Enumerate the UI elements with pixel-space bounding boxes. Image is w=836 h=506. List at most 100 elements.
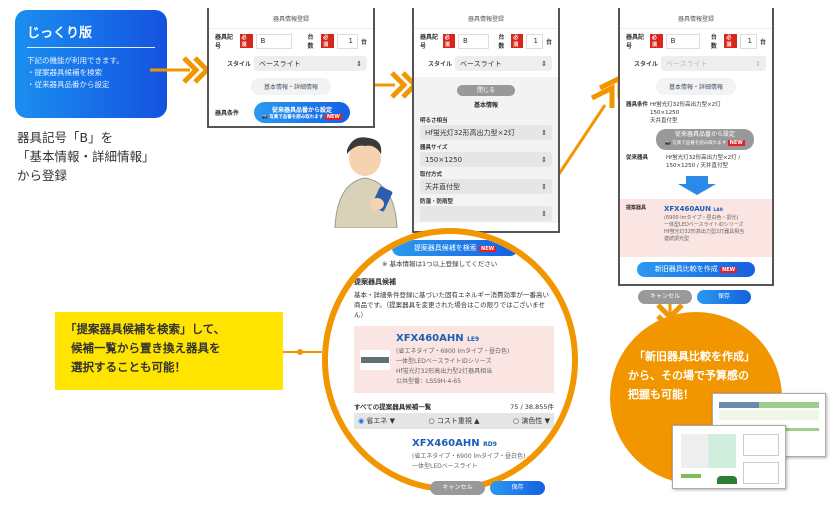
- proposed-product-card[interactable]: XFX460AHN LE9 (省エネタイプ・6900 lmタイプ・昼白色) 一体…: [354, 326, 554, 393]
- style-row: スタイル ベースライト⇕: [620, 53, 772, 74]
- photo-note: 写真で品番を読み取れます: [269, 115, 324, 120]
- style-label: スタイル: [427, 61, 452, 68]
- condition-row: 器具条件 従来器具品番から設定 📷 写真で品番を読み取れます NEW: [209, 99, 373, 126]
- arrow-down-icon: [678, 176, 716, 195]
- symbol-input[interactable]: B: [665, 33, 700, 49]
- sort-arrow-icon: ▼: [544, 417, 550, 425]
- tab-basic-detail[interactable]: 基本情報・詳細情報: [251, 78, 331, 95]
- screen-title: 器具情報登録: [414, 8, 558, 29]
- product-line: 一体型LEDベースライト: [412, 463, 478, 470]
- caption-line: から登録: [17, 168, 68, 183]
- sort-energy[interactable]: ◉ 省エネ ▼: [358, 416, 395, 426]
- radio-icon: ○: [513, 417, 520, 425]
- product-model: XFX460AHN: [396, 333, 464, 344]
- proposed-fixture-card[interactable]: 提案器具 XFX460AUN LA9 (6900 lmタイプ・昼白色・調光) 一…: [620, 199, 772, 257]
- from-model-button[interactable]: 従来器具品番から設定 📷 写真で品番を読み取れます NEW: [254, 102, 351, 123]
- note-line: 把握も可能！: [628, 388, 694, 401]
- arrow-line-3: [553, 104, 607, 181]
- product-line: (省エネタイプ・6900 lmタイプ・昼白色): [396, 348, 510, 355]
- basic-info-heading: 基本情報: [473, 102, 498, 109]
- field-label: 器具サイズ: [420, 145, 448, 151]
- symbol-input[interactable]: B: [255, 33, 293, 49]
- button-label: 従来器具品番から設定: [272, 107, 333, 114]
- screen-title: 器具情報登録: [209, 8, 373, 29]
- photo-note: 写真で品番を読み取れます: [672, 141, 727, 146]
- chevron-right-icon: [390, 71, 408, 99]
- updown-icon: ⇕: [541, 182, 547, 191]
- button-label: 新旧器具比較を作成: [654, 265, 718, 273]
- product-suffix: LA9: [713, 208, 723, 213]
- count-input[interactable]: 1: [526, 33, 544, 49]
- mount-select[interactable]: 天井直付型 ⇕: [420, 179, 552, 194]
- field-value: 天井直付型: [425, 182, 460, 191]
- symbol-input[interactable]: B: [457, 33, 490, 49]
- product-thumbnail: [360, 350, 390, 370]
- from-model-button-disabled[interactable]: 従来器具品番から設定📷 写真で品番を読み取れます NEW: [656, 129, 754, 150]
- updown-icon: ⇕: [541, 155, 547, 164]
- updown-icon: ⇕: [755, 59, 761, 68]
- save-button[interactable]: 保存: [490, 481, 545, 495]
- product-suffix: RD9: [483, 441, 497, 448]
- style-select[interactable]: ベースライト⇕: [254, 56, 367, 71]
- sort-label: 省エネ: [366, 417, 388, 425]
- style-select[interactable]: ベースライト ⇕: [455, 56, 552, 71]
- updown-icon: ⇕: [541, 209, 547, 218]
- proposed-label: 提案器具: [626, 205, 647, 211]
- list-count: 75 / 38,855件: [510, 403, 554, 411]
- cancel-button[interactable]: キャンセル: [430, 481, 485, 495]
- search-candidates-button[interactable]: 提案器具候補を検索 NEW: [392, 240, 518, 256]
- count-input[interactable]: 1: [337, 33, 358, 49]
- cancel-button[interactable]: キャンセル: [638, 290, 692, 304]
- compare-button[interactable]: 新旧器具比較を作成 NEW: [637, 262, 755, 277]
- tab-basic-detail[interactable]: 基本情報・詳細情報: [656, 78, 736, 95]
- required-badge: 必須: [724, 34, 738, 48]
- new-badge: NEW: [479, 246, 497, 252]
- product-model: XFX460AUN: [664, 205, 711, 213]
- camera-icon: 📷: [262, 115, 268, 120]
- close-button[interactable]: 閉じる: [457, 85, 515, 96]
- intro-title: じっくり版: [27, 22, 155, 48]
- candidate-item[interactable]: XFX460AHN RD9 (省エネタイプ・6900 lmタイプ・昼白色) 一体…: [412, 437, 562, 472]
- new-badge: NEW: [727, 140, 745, 146]
- save-button[interactable]: 保存: [697, 290, 751, 304]
- required-badge: 必須: [649, 34, 663, 48]
- brightness-select[interactable]: Hf蛍光灯32形高出力型×2灯⇕: [420, 125, 552, 140]
- chevron-right-icon: [182, 56, 200, 84]
- candidates-desc: 基本・詳細条件登録に基づいた固有エネルギー消費効率が一番高い商品です。（提案器具…: [354, 291, 549, 319]
- count-input[interactable]: 1: [740, 33, 757, 49]
- field-label: 防湿・防雨型: [420, 199, 454, 205]
- style-value: ベースライト: [460, 59, 502, 68]
- list-heading: すべての提案器具候補一覧: [354, 403, 432, 411]
- product-suffix: LE9: [467, 336, 480, 343]
- style-row: スタイル ベースライト⇕: [209, 53, 373, 74]
- style-select[interactable]: ベースライト⇕: [661, 56, 766, 71]
- sort-label: 演色性: [521, 417, 543, 425]
- style-value: ベースライト: [259, 59, 301, 68]
- chevron-up-right-icon: [590, 83, 615, 108]
- waterproof-select[interactable]: ⇕: [420, 206, 552, 221]
- screen-title: 器具情報登録: [620, 8, 772, 29]
- sort-cost[interactable]: ○ コスト重視 ▲: [429, 416, 480, 426]
- callout-line: 「提案器具候補を検索」して、: [65, 322, 226, 336]
- field-value: 150×1250: [425, 155, 463, 164]
- search-callout: 「提案器具候補を検索」して、 候補一覧から置き換え器具を 選択することも可能！: [55, 312, 283, 390]
- size-select[interactable]: 150×1250 ⇕: [420, 152, 552, 167]
- note-line: 「新旧器具比較を作成」: [634, 350, 755, 363]
- search-note: ※ 基本情報は1つ以上登録してください: [382, 260, 498, 268]
- candidates-heading: 提案器具候補: [354, 278, 396, 286]
- count-unit: 台: [546, 38, 553, 46]
- product-model: XFX460AHN: [412, 438, 480, 449]
- sort-color[interactable]: ○ 演色性 ▼: [513, 416, 550, 426]
- product-line: 一体型LEDベースライトiDシリーズ: [396, 358, 492, 365]
- updown-icon: ⇕: [541, 59, 547, 68]
- caption-line: 「基本情報・詳細情報」: [17, 149, 155, 164]
- intro-line: ・提案器具候補を検索: [27, 68, 102, 77]
- updown-icon: ⇕: [541, 128, 547, 137]
- callout-line: 候補一覧から置き換え器具を: [71, 341, 221, 355]
- existing-value: Hf蛍光灯32形高出力型×2灯 / 150×1250 / 天井直付型: [666, 155, 741, 169]
- required-badge: 必須: [442, 34, 455, 48]
- callout-line: 選択することも可能！: [71, 360, 186, 374]
- condition-line: 150×1250: [650, 110, 680, 116]
- zoom-circle: 提案器具候補を検索 NEW ※ 基本情報は1つ以上登録してください 提案器具候補…: [322, 228, 578, 492]
